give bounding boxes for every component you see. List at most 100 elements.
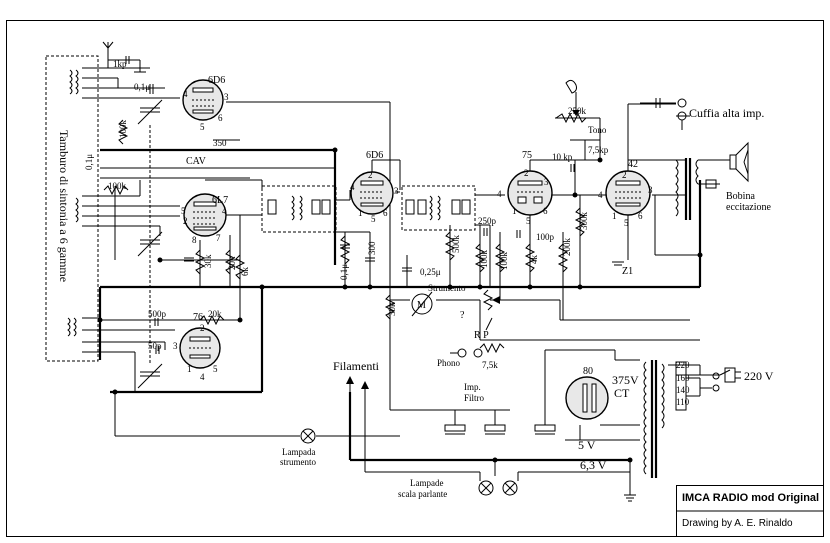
pilot-lamps: [301, 429, 518, 495]
svg-text:4: 4: [222, 206, 227, 216]
tube-label-76: 76: [193, 312, 203, 323]
power-transformer: 220 160 140 110: [644, 360, 712, 478]
svg-text:250p: 250p: [478, 216, 497, 226]
radio-phono-switch: R P ? Phono 7,5k: [437, 310, 498, 370]
v5-label: 5 V: [578, 438, 596, 452]
speaker: Bobina eccitazione: [726, 143, 772, 213]
v375-label: 375V: [612, 373, 639, 387]
tube-label-80: 80: [583, 366, 593, 377]
svg-text:5: 5: [213, 364, 218, 374]
if-transformer-1: [262, 186, 336, 232]
svg-text:6k: 6k: [240, 267, 250, 277]
meter-symbol: M: [417, 300, 426, 311]
svg-text:5: 5: [200, 122, 205, 132]
svg-text:5: 5: [624, 218, 629, 228]
svg-text:1kp: 1kp: [113, 59, 127, 69]
lampada-strumento-label-2: strumento: [280, 457, 316, 467]
svg-text:1: 1: [187, 364, 192, 374]
tuning-drum-label: Tamburo di sintonia a 6 gamme: [57, 130, 71, 282]
svg-text:350: 350: [213, 138, 227, 148]
antenna: 1kp: [103, 42, 146, 72]
svg-text:0,1μ: 0,1μ: [134, 82, 150, 92]
resistors: [104, 120, 584, 352]
svg-text:160: 160: [676, 373, 690, 383]
imp-filtro-label-1: Imp.: [464, 382, 481, 392]
svg-text:100k: 100k: [118, 120, 128, 139]
svg-text:3: 3: [224, 92, 229, 102]
tube-label-75: 75: [522, 150, 532, 161]
svg-text:500p: 500p: [148, 309, 167, 319]
svg-text:4k: 4k: [529, 255, 539, 265]
phono-label: Phono: [437, 358, 461, 368]
svg-text:6: 6: [383, 208, 388, 218]
svg-text:4: 4: [497, 189, 502, 199]
junctions: [97, 147, 703, 463]
svg-text:20k: 20k: [227, 256, 237, 270]
wiring: [100, 68, 730, 495]
svg-text:500k: 500k: [451, 235, 461, 254]
lampade-scala-label-2: scala parlante: [398, 489, 447, 499]
svg-text:0,1μ: 0,1μ: [339, 264, 349, 280]
svg-text:7: 7: [216, 233, 221, 243]
tube-6d6-if: 6D6 2 4 3 1 5 6: [350, 150, 399, 224]
tube-label-6d6-rf: 6D6: [208, 75, 225, 86]
svg-text:200k: 200k: [562, 238, 572, 257]
svg-text:300k: 300k: [579, 212, 589, 231]
svg-text:4: 4: [200, 372, 205, 382]
drawing-border: [7, 21, 824, 537]
mains-plug: 220 V: [713, 368, 774, 391]
ground-symbols: [612, 262, 636, 501]
v63-label: 6,3 V: [580, 458, 607, 472]
tube-80-rectifier: 80: [566, 366, 608, 419]
if-transformer-2: [402, 186, 475, 230]
svg-text:100k: 100k: [479, 250, 489, 269]
svg-text:5: 5: [371, 214, 376, 224]
svg-text:5: 5: [181, 206, 186, 216]
svg-text:7,5k: 7,5k: [482, 360, 498, 370]
svg-text:300: 300: [367, 241, 377, 255]
title-block: IMCA RADIO mod Original Drawing by A. E.…: [677, 486, 824, 537]
svg-text:6: 6: [638, 211, 643, 221]
svg-text:10 kp: 10 kp: [552, 152, 573, 162]
tube-label-6l7: 6L7: [212, 195, 228, 206]
drum-coils-bottom: [68, 318, 100, 352]
tube-42-output: 42 2 4 3 1 5 6: [598, 159, 653, 228]
svg-text:6: 6: [543, 206, 548, 216]
svg-text:100p: 100p: [536, 232, 555, 242]
tube-76-oscillator: 76 2 3 1 4 5: [173, 312, 220, 382]
svg-text:1: 1: [358, 208, 363, 218]
drum-coils-top: [70, 68, 100, 98]
svg-text:3: 3: [173, 341, 178, 351]
tone-label: Tono: [588, 125, 607, 135]
lampade-scala-label-1: Lampade: [410, 478, 443, 488]
tube-label-42: 42: [628, 159, 638, 170]
tuning-capacitors: [138, 100, 162, 388]
svg-text:Z1: Z1: [622, 266, 633, 277]
svg-text:8: 8: [192, 235, 197, 245]
svg-text:6: 6: [218, 113, 223, 123]
tuning-meter: M Strumento: [412, 283, 466, 316]
svg-text:110: 110: [676, 397, 690, 407]
svg-text:7,5kp: 7,5kp: [588, 145, 609, 155]
svg-text:0,25μ: 0,25μ: [420, 267, 441, 277]
cav-label: CAV: [186, 156, 207, 167]
svg-text:2: 2: [622, 170, 627, 180]
svg-text:4: 4: [350, 182, 355, 192]
svg-text:2: 2: [524, 168, 529, 178]
tube-75-detector: 75 2 4 1 5 6 3: [497, 150, 552, 226]
svg-text:20k: 20k: [208, 309, 222, 319]
svg-text:100k: 100k: [108, 181, 127, 191]
capacitors: [150, 84, 574, 434]
svg-text:2: 2: [200, 323, 205, 333]
svg-text:50p: 50p: [148, 341, 162, 351]
tone-control: 250k Tono 7,5kp 10 kp: [552, 80, 609, 162]
lampada-strumento-label-1: Lampada: [282, 447, 315, 457]
svg-text:3: 3: [394, 186, 399, 196]
svg-text:30k: 30k: [203, 254, 213, 268]
svg-text:5: 5: [526, 216, 531, 226]
output-transformer: [676, 158, 730, 220]
tube-6l7-mixer: 6L7 5 4 2 7 8: [181, 194, 228, 245]
svg-text:3: 3: [544, 177, 549, 187]
strumento-label: Strumento: [428, 283, 466, 293]
